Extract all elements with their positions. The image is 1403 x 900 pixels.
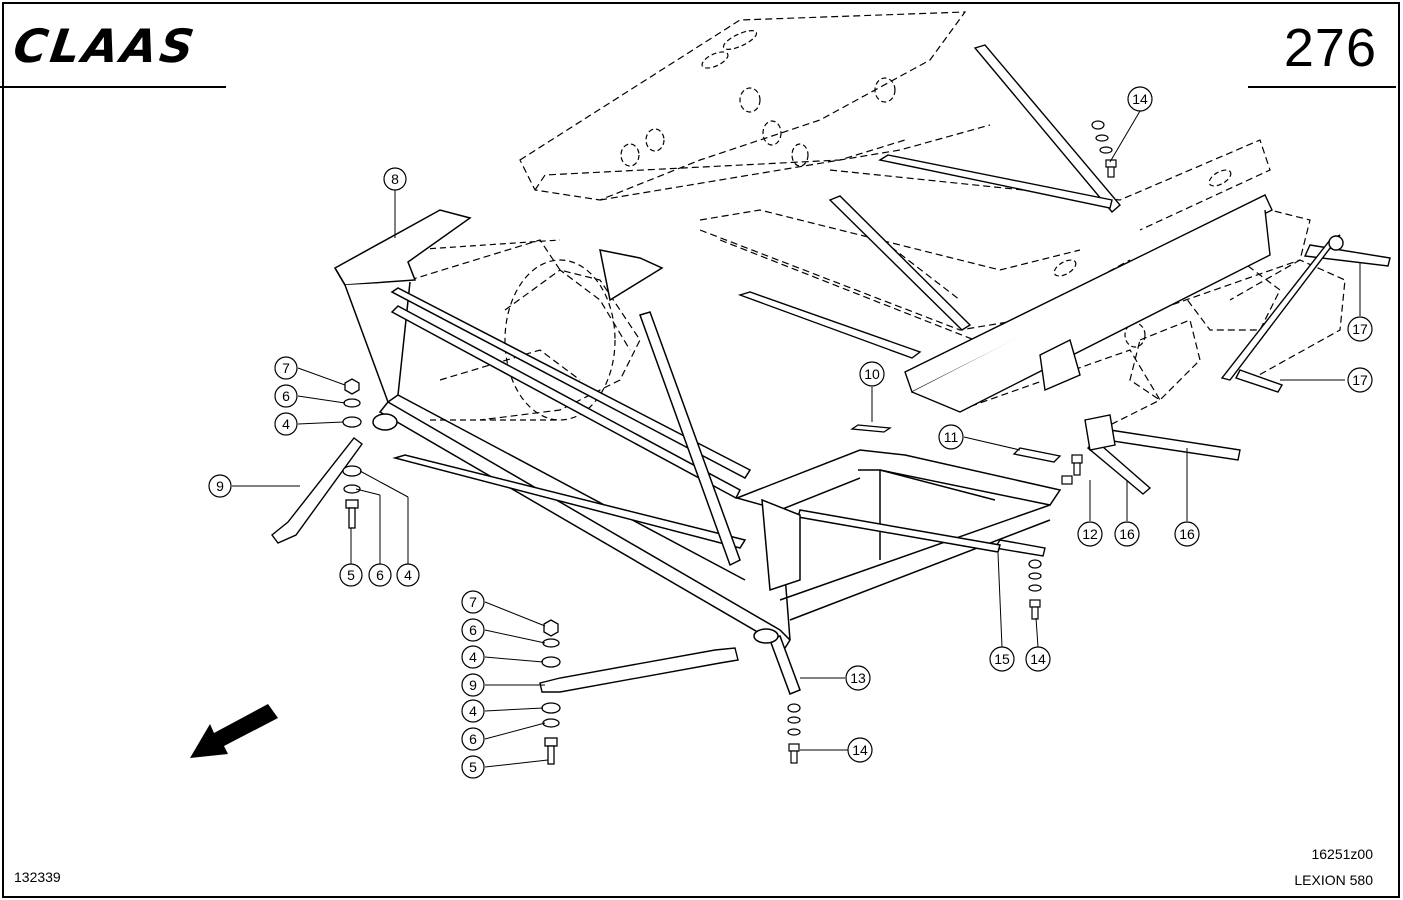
callout-4-lower-b: 4 xyxy=(461,699,485,723)
callout-17-a: 17 xyxy=(1347,316,1373,342)
plate-11 xyxy=(1012,447,1062,463)
svg-text:14: 14 xyxy=(852,742,868,758)
callout-4-upper-b: 4 xyxy=(396,563,420,587)
callout-11: 11 xyxy=(938,424,964,450)
svg-text:8: 8 xyxy=(391,171,399,187)
hardware-stack-14-center xyxy=(787,703,801,764)
direction-arrow xyxy=(190,704,278,758)
callout-14-right: 14 xyxy=(1025,646,1051,672)
svg-text:9: 9 xyxy=(469,677,477,693)
callout-15: 15 xyxy=(989,646,1015,672)
svg-text:14: 14 xyxy=(1030,651,1046,667)
plate-10 xyxy=(850,424,892,433)
drawing-id: 16251z00 xyxy=(1311,846,1373,862)
document-id: 132339 xyxy=(14,869,61,885)
svg-text:15: 15 xyxy=(994,651,1010,667)
hardware-stack-14-right xyxy=(1028,559,1042,620)
callout-7-upper: 7 xyxy=(274,356,298,380)
callout-9-upper: 9 xyxy=(208,474,232,498)
svg-text:9: 9 xyxy=(216,478,224,494)
callout-7-lower: 7 xyxy=(461,590,485,614)
callout-6-upper-b: 6 xyxy=(368,563,392,587)
callout-8: 8 xyxy=(383,167,407,191)
tank-dashed xyxy=(409,239,616,421)
page-number: 276 xyxy=(1283,18,1377,78)
svg-text:16: 16 xyxy=(1179,526,1195,542)
svg-text:7: 7 xyxy=(282,360,290,376)
callout-16-a: 16 xyxy=(1114,521,1140,547)
callout-6-upper: 6 xyxy=(274,384,298,408)
callout-4-lower: 4 xyxy=(461,645,485,669)
brand-rule xyxy=(0,86,226,88)
svg-text:4: 4 xyxy=(404,567,412,583)
svg-text:12: 12 xyxy=(1082,526,1098,542)
svg-text:14: 14 xyxy=(1132,91,1148,107)
callout-6-lower: 6 xyxy=(461,618,485,642)
callout-circles: 8 7 6 4 9 5 6 4 10 11 12 16 16 17 17 14 … xyxy=(208,86,1373,779)
strut-9-upper xyxy=(271,437,363,544)
callout-5-upper: 5 xyxy=(339,563,363,587)
callout-10: 10 xyxy=(859,361,885,387)
svg-text:4: 4 xyxy=(469,703,477,719)
callout-9-lower: 9 xyxy=(461,673,485,697)
callout-12: 12 xyxy=(1077,521,1103,547)
svg-text:6: 6 xyxy=(282,388,290,404)
svg-text:11: 11 xyxy=(944,429,959,445)
model-name: LEXION 580 xyxy=(1294,872,1373,888)
svg-text:17: 17 xyxy=(1352,372,1368,388)
svg-text:5: 5 xyxy=(347,567,355,583)
upper-frame-solid xyxy=(737,44,1391,557)
callout-14-top: 14 xyxy=(1127,86,1153,112)
page-number-rule xyxy=(1248,86,1396,88)
hardware-stack-12 xyxy=(1061,454,1083,485)
callout-4-upper: 4 xyxy=(274,412,298,436)
svg-text:16: 16 xyxy=(1119,526,1135,542)
hardware-stack-lower xyxy=(541,619,561,765)
svg-text:4: 4 xyxy=(469,649,477,665)
hardware-stack-14-top xyxy=(1091,120,1117,178)
svg-text:6: 6 xyxy=(469,731,477,747)
svg-text:17: 17 xyxy=(1352,321,1368,337)
svg-text:6: 6 xyxy=(376,567,384,583)
leader-lines xyxy=(232,110,1361,768)
svg-text:6: 6 xyxy=(469,622,477,638)
svg-text:7: 7 xyxy=(469,594,477,610)
svg-text:10: 10 xyxy=(864,366,880,382)
subframe-solid xyxy=(333,209,1062,695)
svg-text:4: 4 xyxy=(282,416,290,432)
hardware-stack-upper xyxy=(342,378,362,529)
right-bracket-group xyxy=(1039,235,1344,451)
callout-6-lower-b: 6 xyxy=(461,727,485,751)
callout-14-center: 14 xyxy=(847,737,873,763)
svg-text:13: 13 xyxy=(850,670,866,686)
strut-9-lower xyxy=(539,647,739,693)
callout-17-b: 17 xyxy=(1347,367,1373,393)
callout-13: 13 xyxy=(845,665,871,691)
callout-5-lower: 5 xyxy=(461,755,485,779)
callout-16-b: 16 xyxy=(1174,521,1200,547)
svg-text:5: 5 xyxy=(469,759,477,775)
